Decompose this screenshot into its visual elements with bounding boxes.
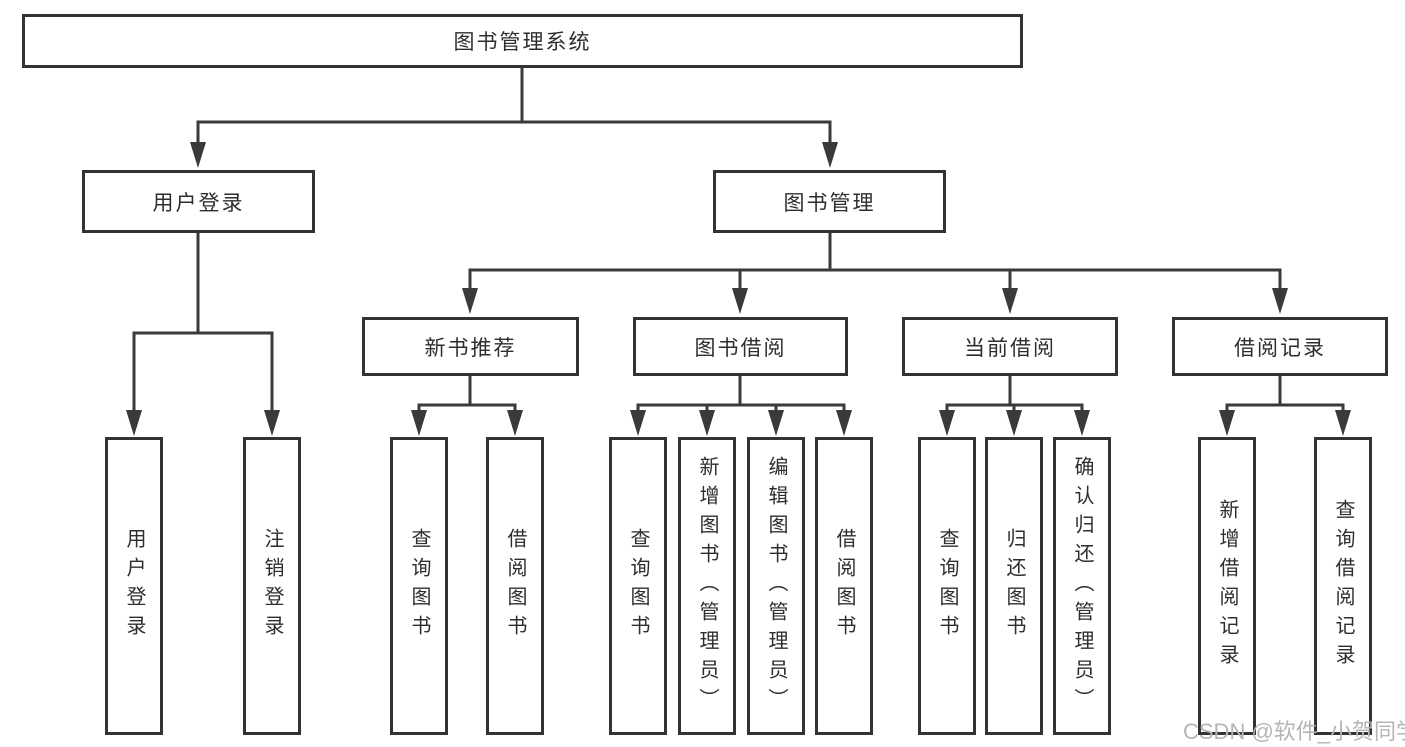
node-user-login-label: 用户登录 [152, 191, 245, 215]
leaf-borrow-books-borrow: 借阅图书 [815, 437, 873, 735]
node-user-login: 用户登录 [82, 170, 315, 233]
leaf-query-books-recommend: 查询图书 [390, 437, 448, 735]
node-root-label: 图书管理系统 [453, 31, 592, 54]
node-book-borrow-label: 图书借阅 [694, 336, 787, 360]
node-borrow-records-label: 借阅记录 [1234, 336, 1326, 360]
leaf-query-borrow-record-label: 查询借阅记录 [1332, 499, 1354, 673]
leaf-query-books-current-label: 查询图书 [936, 528, 958, 644]
leaf-borrow-books-recommend-label: 借阅图书 [504, 528, 526, 644]
leaf-query-books-borrow: 查询图书 [609, 437, 667, 735]
leaf-add-borrow-record-label: 新增借阅记录 [1216, 499, 1238, 673]
leaf-add-book-admin: 新增图书（管理员） [678, 437, 736, 735]
leaf-borrow-books-recommend: 借阅图书 [486, 437, 544, 735]
node-book-management-label: 图书管理 [783, 191, 876, 215]
leaf-edit-book-admin: 编辑图书（管理员） [747, 437, 805, 735]
leaf-confirm-return-admin-label: 确认归还（管理员） [1071, 455, 1093, 717]
node-new-book-recommend: 新书推荐 [362, 317, 579, 376]
leaf-logout: 注销登录 [243, 437, 301, 735]
leaf-user-login: 用户登录 [105, 437, 163, 735]
leaf-borrow-books-borrow-label: 借阅图书 [833, 528, 855, 644]
leaf-query-borrow-record: 查询借阅记录 [1314, 437, 1372, 735]
node-new-book-recommend-label: 新书推荐 [424, 336, 517, 360]
connector-strokes [132, 68, 1345, 416]
node-current-borrow: 当前借阅 [902, 317, 1118, 376]
node-book-borrow: 图书借阅 [633, 317, 848, 376]
node-root-system: 图书管理系统 [22, 14, 1023, 68]
node-current-borrow-label: 当前借阅 [964, 336, 1056, 360]
leaf-add-borrow-record: 新增借阅记录 [1198, 437, 1256, 735]
node-borrow-records: 借阅记录 [1172, 317, 1388, 376]
leaf-query-books-borrow-label: 查询图书 [627, 528, 649, 644]
leaf-edit-book-admin-label: 编辑图书（管理员） [765, 455, 787, 717]
leaf-query-books-recommend-label: 查询图书 [408, 528, 430, 644]
leaf-query-books-current: 查询图书 [918, 437, 976, 735]
csdn-watermark: CSDN @软件_小贺同学 [1183, 719, 1405, 744]
leaf-user-login-label: 用户登录 [123, 528, 145, 644]
arrowhead-icons [126, 142, 1351, 436]
leaf-return-book-label: 归还图书 [1003, 528, 1025, 644]
leaf-logout-label: 注销登录 [261, 528, 283, 644]
node-book-management: 图书管理 [713, 170, 946, 233]
leaf-add-book-admin-label: 新增图书（管理员） [696, 455, 718, 717]
leaf-confirm-return-admin: 确认归还（管理员） [1053, 437, 1111, 735]
leaf-return-book: 归还图书 [985, 437, 1043, 735]
